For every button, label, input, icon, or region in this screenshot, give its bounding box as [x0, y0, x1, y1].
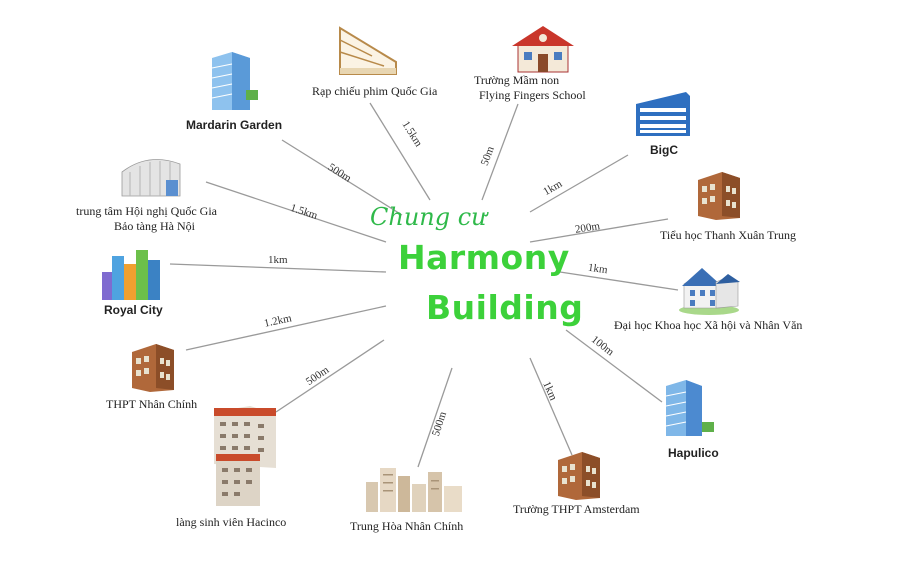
apartment-icon — [211, 52, 258, 110]
connector-line — [169, 263, 387, 273]
office-tower-icon — [665, 380, 714, 436]
connector-line — [185, 305, 387, 351]
connector-line — [369, 102, 431, 201]
place-label-truong-mam-non-line2: Flying Fingers School — [479, 88, 586, 102]
place-label-bigc: BigC — [650, 143, 678, 157]
connector-line — [417, 367, 453, 468]
mall-building-icon — [636, 92, 690, 136]
place-label-rap-chieu-phim: Rạp chiếu phim Quốc Gia — [312, 84, 438, 98]
connector-line — [205, 181, 387, 243]
school-building-icon — [558, 452, 600, 500]
place-label-truong-mam-non-line1: Trường Mầm non — [474, 73, 560, 87]
place-label-trung-hoa: Trung Hòa Nhân Chính — [350, 519, 464, 533]
place-label-thpt-amsterdam: Trường THPT Amsterdam — [513, 502, 640, 516]
dormitory-icon — [214, 406, 276, 506]
place-label-hapulico: Hapulico — [668, 446, 719, 460]
school-building-icon — [132, 344, 174, 392]
place-label-thpt-nhan-chinh: THPT Nhân Chính — [106, 397, 198, 411]
connector-line — [481, 103, 519, 201]
connector-line — [529, 218, 669, 243]
distance-label: 1km — [587, 261, 609, 277]
place-label-tieu-hoc: Tiểu học Thanh Xuân Trung — [660, 228, 797, 242]
place-label-hoi-nghi-line1: trung tâm Hội nghị Quốc Gia — [76, 204, 217, 218]
towers-icon — [102, 250, 160, 300]
place-label-royal-city: Royal City — [104, 303, 163, 317]
connector-line — [559, 271, 679, 291]
connector-line — [529, 357, 573, 456]
distance-label: 1km — [268, 254, 288, 266]
connector-line — [281, 139, 403, 216]
connector-line — [529, 154, 629, 213]
connector-line — [565, 329, 663, 403]
skyline-icon — [366, 468, 462, 512]
cinema-icon — [339, 26, 397, 75]
center-title-line2: Harmony — [398, 238, 570, 277]
school-building-icon — [698, 172, 740, 220]
center-title-line1: Chung cư — [370, 203, 487, 231]
school-house-icon — [512, 26, 574, 73]
center-title-line3: Building — [426, 288, 584, 327]
convention-center-icon — [121, 159, 181, 197]
place-label-mardarin: Mardarin Garden — [186, 118, 283, 132]
university-icon — [679, 268, 740, 315]
place-label-hoi-nghi-line2: Bảo tàng Hà Nội — [114, 219, 195, 233]
connector-line — [275, 339, 385, 413]
place-label-dai-hoc: Đại học Khoa học Xã hội và Nhân Văn — [614, 318, 803, 332]
place-label-lang-sinh-vien: làng sinh viên Hacinco — [176, 515, 287, 529]
